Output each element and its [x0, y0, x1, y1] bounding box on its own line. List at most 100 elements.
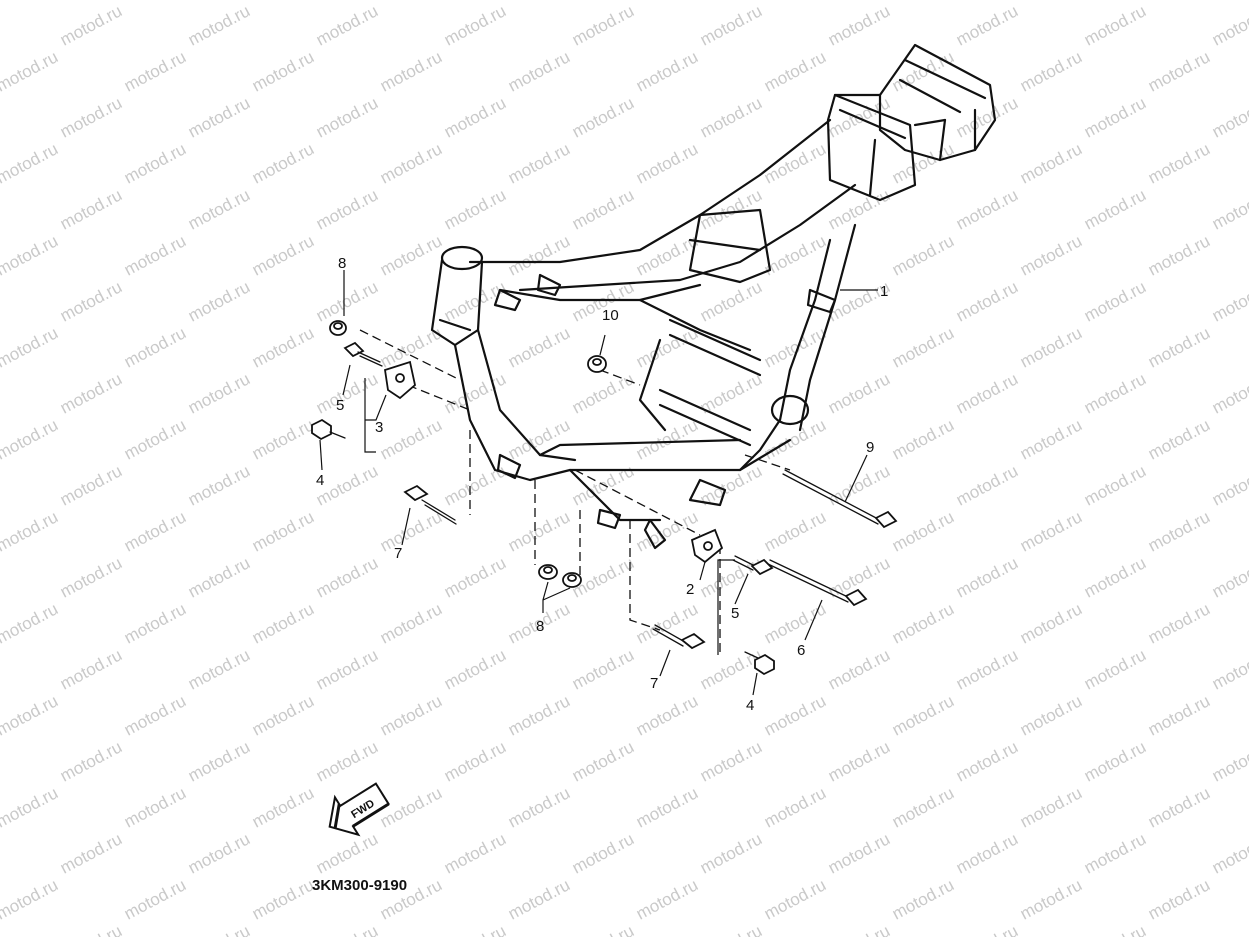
- watermark-text: motod.ru: [121, 47, 189, 95]
- collar-8-lower-a-icon: [538, 564, 558, 580]
- watermark-text: motod.ru: [889, 691, 957, 739]
- watermark-text: motod.ru: [185, 369, 253, 417]
- watermark-text: motod.ru: [1145, 323, 1213, 371]
- watermark-text: motod.ru: [633, 691, 701, 739]
- watermark-text: motod.ru: [889, 783, 957, 831]
- watermark-text: motod.ru: [889, 507, 957, 555]
- watermark-text: motod.ru: [1081, 93, 1149, 141]
- watermark-text: motod.ru: [505, 875, 573, 923]
- watermark-text: motod.ru: [569, 369, 637, 417]
- watermark-text: motod.ru: [1209, 829, 1249, 877]
- watermark-text: motod.ru: [121, 783, 189, 831]
- bolt-5-lower-icon: [732, 555, 774, 576]
- watermark-text: motod.ru: [569, 737, 637, 785]
- watermark-text: motod.ru: [1145, 599, 1213, 647]
- callouts: 1 2 3 4 4 5 5 6 7 7 8 8 9 10: [316, 255, 888, 714]
- nut-4-top-icon: [311, 418, 346, 441]
- watermark-text: motod.ru: [505, 783, 573, 831]
- watermark-text: motod.ru: [57, 277, 125, 325]
- watermark-text: motod.ru: [249, 783, 317, 831]
- watermark-text: motod.ru: [1017, 415, 1085, 463]
- watermark-text: motod.ru: [1081, 369, 1149, 417]
- watermark-text: motod.ru: [1209, 185, 1249, 233]
- watermark-text: motod.ru: [249, 0, 317, 4]
- watermark-text: motod.ru: [1081, 553, 1149, 601]
- watermark-text: motod.ru: [57, 369, 125, 417]
- watermark-text: motod.ru: [633, 323, 701, 371]
- watermark-text: motod.ru: [633, 139, 701, 187]
- watermark-text: motod.ru: [953, 829, 1021, 877]
- watermark-text: motod.ru: [569, 921, 637, 937]
- watermark-text: motod.ru: [889, 0, 957, 4]
- watermark-text: motod.ru: [825, 921, 893, 937]
- watermark-text: motod.ru: [0, 323, 61, 371]
- watermark-text: motod.ru: [121, 875, 189, 923]
- watermark-text: motod.ru: [1081, 645, 1149, 693]
- leader-lines: [319, 270, 878, 696]
- watermark-text: motod.ru: [441, 1, 509, 49]
- callout-5-lower: 5: [731, 605, 739, 622]
- watermark-text: motod.ru: [377, 415, 445, 463]
- watermark-text: motod.ru: [57, 921, 125, 937]
- watermark-text: motod.ru: [1081, 737, 1149, 785]
- watermark-text: motod.ru: [185, 277, 253, 325]
- bracket-3-icon: [383, 360, 416, 400]
- watermark-text: motod.ru: [1145, 783, 1213, 831]
- watermark-text: motod.ru: [0, 0, 61, 4]
- watermark-text: motod.ru: [697, 829, 765, 877]
- watermark-text: motod.ru: [1017, 0, 1085, 4]
- watermark-text: motod.ru: [249, 323, 317, 371]
- callout-8-lower: 8: [536, 618, 544, 635]
- callout-4-lower: 4: [746, 697, 754, 714]
- watermark-text: motod.ru: [1017, 47, 1085, 95]
- bolt-7-left-icon: [403, 484, 457, 525]
- watermark-text: motod.ru: [697, 93, 765, 141]
- watermark-text: motod.ru: [825, 461, 893, 509]
- callout-9: 9: [866, 439, 874, 456]
- watermark-text: motod.ru: [1081, 461, 1149, 509]
- watermark-text: motod.ru: [1017, 323, 1085, 371]
- watermark-text: motod.ru: [505, 323, 573, 371]
- watermark-text: motod.ru: [249, 231, 317, 279]
- watermark-text: motod.ru: [953, 645, 1021, 693]
- watermark-text: motod.ru: [761, 783, 829, 831]
- watermark-text: motod.ru: [185, 829, 253, 877]
- watermark-text: motod.ru: [505, 0, 573, 4]
- watermark-text: motod.ru: [569, 93, 637, 141]
- watermark-text: motod.ru: [249, 415, 317, 463]
- watermark-text: motod.ru: [1209, 93, 1249, 141]
- watermark-text: motod.ru: [825, 1, 893, 49]
- bolt-9-icon: [782, 469, 898, 529]
- watermark-text: motod.ru: [761, 507, 829, 555]
- watermark-text: motod.ru: [505, 231, 573, 279]
- callout-4-top: 4: [316, 472, 324, 489]
- watermark-text: motod.ru: [0, 875, 61, 923]
- watermark-text: motod.ru: [185, 93, 253, 141]
- watermark-text: motod.ru: [377, 231, 445, 279]
- watermark-text: motod.ru: [889, 415, 957, 463]
- watermark-text: motod.ru: [505, 507, 573, 555]
- watermark-text: motod.ru: [1017, 231, 1085, 279]
- watermark-text: motod.ru: [953, 461, 1021, 509]
- bolt-6-icon: [767, 559, 868, 607]
- watermark-text: motod.ru: [953, 737, 1021, 785]
- watermark-text: motod.ru: [633, 0, 701, 4]
- watermark-text: motod.ru: [1145, 415, 1213, 463]
- watermark-text: motod.ru: [0, 599, 61, 647]
- watermark-text: motod.ru: [697, 737, 765, 785]
- watermark-text: motod.ru: [1081, 277, 1149, 325]
- watermark-text: motod.ru: [1209, 277, 1249, 325]
- watermark-text: motod.ru: [249, 691, 317, 739]
- watermark-text: motod.ru: [441, 369, 509, 417]
- watermark-text: motod.ru: [889, 599, 957, 647]
- watermark-text: motod.ru: [441, 93, 509, 141]
- watermark-text: motod.ru: [825, 737, 893, 785]
- watermark-text: motod.ru: [953, 921, 1021, 937]
- watermark-text: motod.ru: [0, 783, 61, 831]
- watermark-text: motod.ru: [57, 737, 125, 785]
- watermark-text: motod.ru: [0, 691, 61, 739]
- watermark-text: motod.ru: [1209, 1, 1249, 49]
- watermark-text: motod.ru: [249, 599, 317, 647]
- watermark-text: motod.ru: [249, 47, 317, 95]
- collar-8-lower-b-icon: [562, 572, 582, 588]
